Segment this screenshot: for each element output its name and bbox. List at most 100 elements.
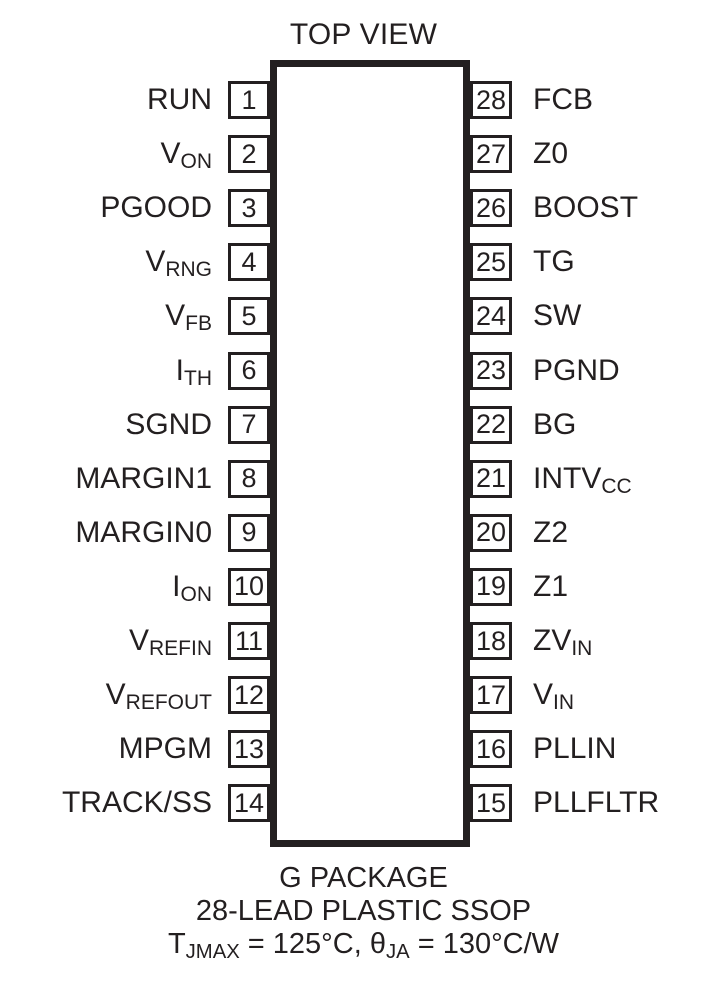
pin-label: RUN — [147, 85, 212, 115]
pin-label: VIN — [533, 678, 574, 714]
pin-label-text: V — [128, 624, 149, 657]
pin-label-text: SW — [533, 299, 582, 333]
pin-label-text: V — [160, 137, 181, 171]
pin-label-text: BOOST — [533, 191, 639, 225]
pin-row: 21 INTVCC — [470, 459, 727, 498]
pin-number-box: 4 — [228, 243, 270, 282]
pin-label-subscript: ON — [180, 582, 213, 606]
pin-label: PLLFLTR — [533, 788, 659, 818]
pin-row: 15 PLLFLTR — [470, 784, 727, 823]
pin-label-text: V — [165, 299, 186, 333]
pin-label-text: PGND — [533, 353, 620, 387]
pin-number-box: 23 — [470, 351, 512, 390]
pin-label: SGND — [125, 407, 212, 441]
pin-label: SW — [533, 301, 581, 331]
pin-row: MARGIN1 8 — [0, 459, 270, 498]
pin-row: VFB 5 — [0, 297, 270, 336]
pin-row: 25 TG — [470, 243, 727, 282]
pin-number-box: 14 — [228, 784, 270, 823]
pin-row: TRACK/SS 14 — [0, 784, 270, 823]
pin-number-box: 27 — [470, 135, 512, 174]
caption-theta-value: = 130°C/W — [409, 928, 560, 960]
pin-number-box: 16 — [470, 730, 512, 769]
pin-number-box: 1 — [228, 81, 270, 119]
pin-label-text: INTV — [533, 461, 602, 495]
package-body-outline — [270, 60, 470, 847]
caption-tjmax-value: = 125°C, θ — [239, 928, 386, 960]
pin-label: Z1 — [533, 571, 568, 602]
pin-number-box: 8 — [228, 459, 270, 498]
pin-number-box: 5 — [228, 297, 270, 336]
pin-label-text: V — [533, 678, 554, 712]
pin-label-text: PLLFLTR — [533, 786, 660, 820]
pin-row: SGND 7 — [0, 405, 270, 444]
pin-label-text: I — [172, 569, 181, 603]
pin-row: 26 BOOST — [470, 189, 727, 228]
pin-label-subscript: RNG — [165, 258, 212, 282]
pin-label-text: MARGIN0 — [75, 515, 212, 549]
pin-number-box: 21 — [470, 459, 512, 498]
pin-row: 16 PLLIN — [470, 730, 727, 769]
pin-label-text: SGND — [125, 407, 212, 441]
pin-label: VREFOUT — [105, 678, 212, 714]
pin-label-subscript: TH — [184, 366, 212, 390]
pin-label: TRACK/SS — [62, 788, 212, 818]
pin-row: MPGM 13 — [0, 730, 270, 769]
pin-label: Z2 — [533, 517, 568, 548]
pin-number-box: 19 — [470, 567, 512, 606]
pin-number-box: 9 — [228, 513, 270, 552]
caption-tjmax-symbol: T — [167, 928, 186, 960]
pin-label-subscript: FB — [185, 312, 212, 336]
pin-label-text: PLLIN — [533, 732, 617, 766]
pin-label-text: RUN — [147, 83, 212, 116]
pin-number-box: 24 — [470, 297, 512, 336]
pin-label-text: TG — [533, 245, 575, 279]
pin-number-box: 6 — [228, 351, 270, 390]
pin-row: 24 SW — [470, 297, 727, 336]
pin-label-text: BG — [533, 407, 577, 441]
pin-label: ION — [172, 569, 212, 605]
pin-label: VRNG — [145, 247, 212, 281]
pin-label-text: I — [175, 353, 184, 387]
pin-label-text: TRACK/SS — [61, 786, 212, 820]
caption-package-type: 28-LEAD PLASTIC SSOP — [195, 895, 532, 927]
pin-label: ZVIN — [533, 626, 592, 660]
pin-label: MARGIN1 — [75, 461, 212, 495]
pin-label-text: MARGIN1 — [75, 461, 212, 495]
pin-label-subscript: REFIN — [149, 637, 212, 661]
pin-label-subscript: IN — [553, 691, 575, 715]
pin-number-box: 17 — [470, 676, 512, 715]
pin-label: PGOOD — [100, 193, 212, 223]
pin-label-subscript: ON — [180, 150, 213, 174]
pin-label-text: MPGM — [118, 732, 212, 766]
caption-thermal-data: TJMAX = 125°C, θJA = 130°C/W — [0, 928, 727, 964]
pin-number-box: 7 — [228, 405, 270, 444]
pin-row: 23 PGND — [470, 351, 727, 390]
package-caption: G PACKAGE 28-LEAD PLASTIC SSOP TJMAX = 1… — [0, 862, 727, 964]
caption-tjmax-subscript: JMAX — [185, 940, 240, 963]
pin-number-box: 13 — [228, 730, 270, 769]
pin-number-box: 25 — [470, 243, 512, 282]
pin-label-text: V — [105, 678, 126, 712]
pin-label: Z0 — [533, 139, 568, 169]
pin-label: VON — [160, 137, 212, 173]
pin-number-box: 18 — [470, 622, 512, 660]
pin-label: PGND — [533, 353, 620, 387]
pin-label: INTVCC — [533, 461, 632, 497]
pin-number-box: 15 — [470, 784, 512, 823]
pin-label: VFB — [165, 299, 212, 335]
pin-row: 17 VIN — [470, 676, 727, 715]
pin-row: 18 ZVIN — [470, 622, 727, 660]
pin-number-box: 26 — [470, 189, 512, 228]
top-view-title: TOP VIEW — [289, 18, 438, 51]
pin-label-text: Z0 — [533, 137, 569, 171]
pin-label-text: FCB — [533, 83, 593, 116]
pin-label-subscript: REFOUT — [125, 691, 212, 715]
pin-row: ITH 6 — [0, 351, 270, 390]
